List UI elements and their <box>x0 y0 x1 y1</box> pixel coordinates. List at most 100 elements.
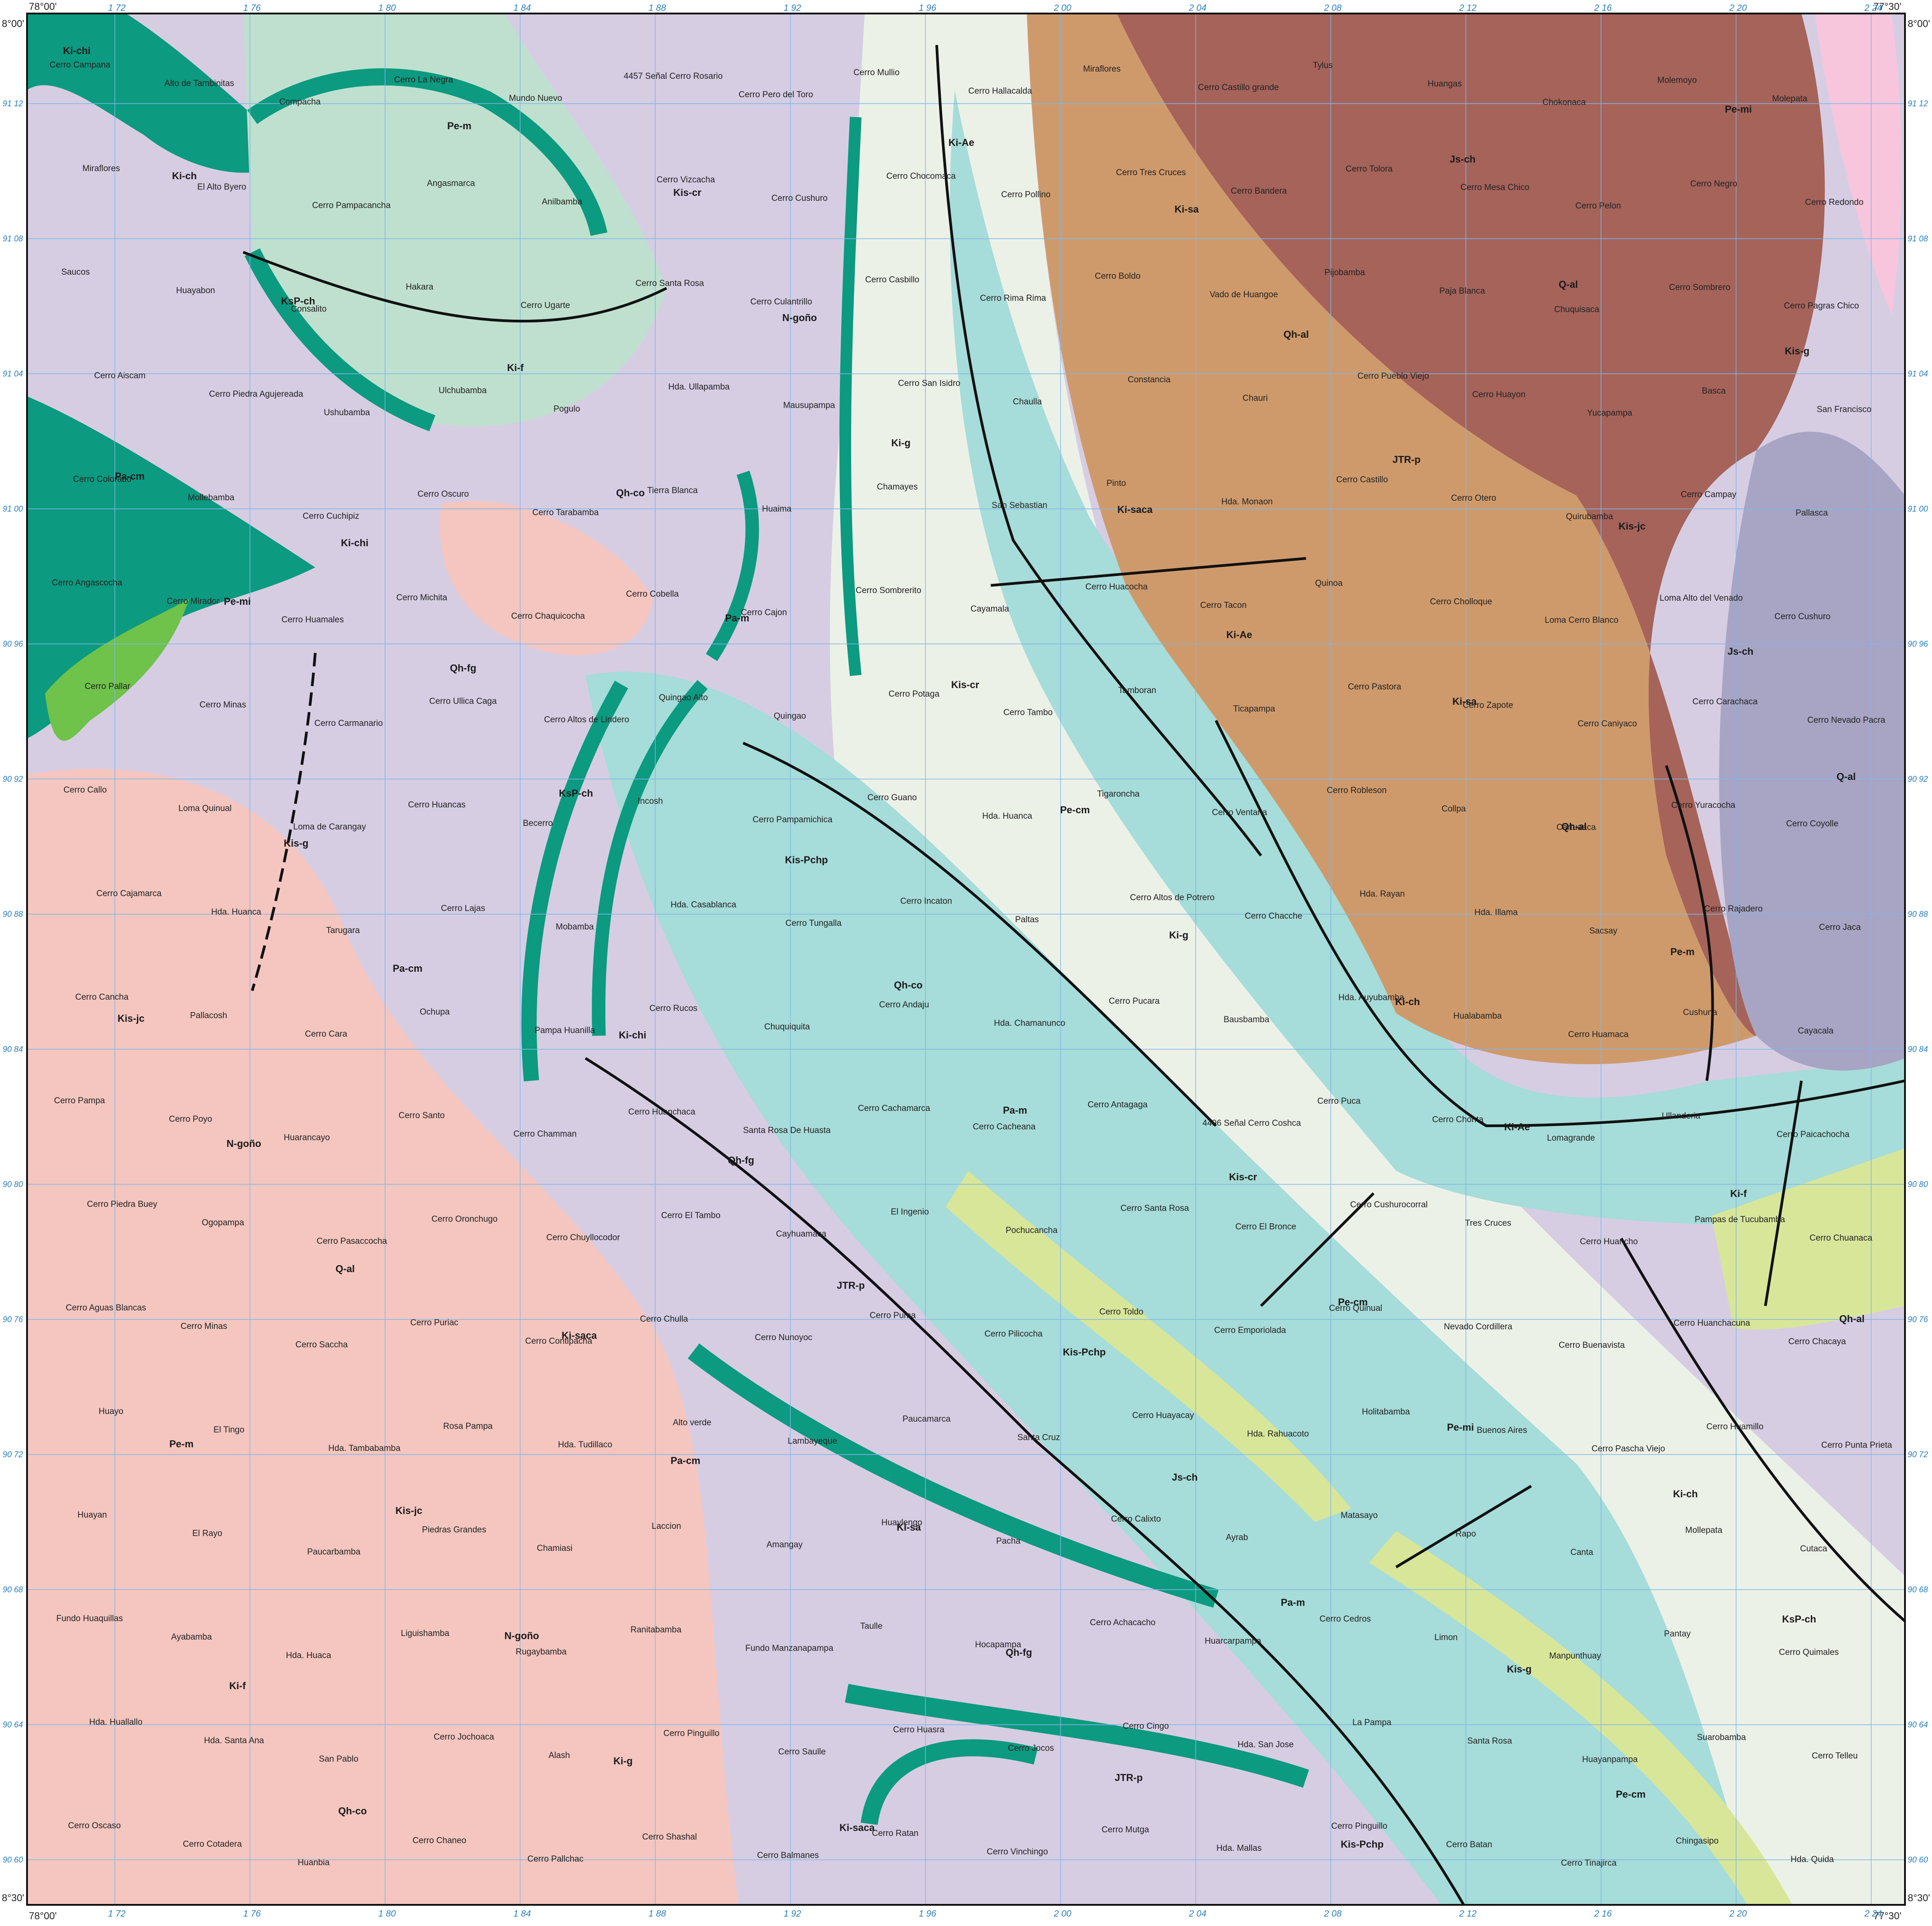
place-label: Cerro Cholloque <box>1430 597 1492 607</box>
place-label: Matasayo <box>1341 1511 1378 1520</box>
geologic-unit-labels: Ki-chiKi-chiKi-chiKi-saKi-saKi-saKi-fKi-… <box>63 45 1864 1850</box>
geologic-unit-label: Ki-sa <box>1175 204 1199 215</box>
place-label: Cerro Huasra <box>893 1725 944 1735</box>
easting-tick-label: 2 00 <box>1053 1909 1071 1919</box>
geologic-unit-label: Ki-Ae <box>1226 629 1252 640</box>
place-label: Bausbamba <box>1224 1015 1270 1024</box>
place-label: Loma de Carangay <box>293 822 366 832</box>
unit-dark-brown-ne <box>1117 14 1825 1036</box>
place-label: Hda. Monaon <box>1221 497 1273 507</box>
place-label: Cerro Colorado <box>73 475 132 484</box>
place-label: Cerro Pueblo Viejo <box>1357 372 1429 381</box>
geologic-unit-label: Kis-jc <box>395 1505 422 1516</box>
place-label: Tylus <box>1313 61 1333 70</box>
geologic-unit-label: Ki-g <box>613 1755 633 1767</box>
geologic-unit-label: KsP-ch <box>281 295 315 307</box>
place-label: Mundo Nuevo <box>509 94 562 103</box>
geologic-unit-label: Ki-ch <box>172 170 197 181</box>
place-label: Cerro Huayon <box>1472 390 1525 399</box>
place-label: Loma Cerro Blanco <box>1545 616 1619 625</box>
place-label: Hda. Quida <box>1791 1855 1834 1864</box>
unit-dark-green-band-north-lower <box>245 248 435 431</box>
place-label: Huaima <box>762 504 792 514</box>
place-label: Chokonaca <box>1542 98 1586 107</box>
place-label: Cerro Pastora <box>1348 682 1401 692</box>
easting-tick-label: 1 76 <box>243 3 261 13</box>
place-label: Molemoyo <box>1657 76 1697 85</box>
place-label: Cerro Piedra Agujereada <box>209 390 304 399</box>
place-label: Pallasca <box>1796 508 1828 518</box>
place-label: Cerro Santa Rosa <box>1120 1204 1189 1213</box>
place-label: Pampas de Tucubamba <box>1695 1215 1785 1224</box>
place-label: Pallacosh <box>190 1011 227 1020</box>
place-label: Cerro Pelon <box>1575 201 1621 211</box>
place-label: Alash <box>549 1751 570 1760</box>
northing-tick-label: 91 04 <box>3 369 23 378</box>
place-label: Cushuna <box>1683 1008 1717 1017</box>
place-label: Santa Rosa <box>1467 1736 1512 1746</box>
place-label: Cerro Buenavista <box>1559 1341 1625 1350</box>
place-label: Pacha <box>996 1536 1020 1546</box>
place-label: Cerro Boldo <box>1095 272 1140 281</box>
geologic-unit-label: Kis-Pchp <box>785 854 828 866</box>
geologic-unit-label: Qh-co <box>338 1805 367 1817</box>
geologic-unit-label: KsP-ch <box>559 788 593 799</box>
geologic-unit-label: Js-ch <box>1450 154 1475 165</box>
fold-band-valley-west <box>839 117 862 676</box>
fault-lines <box>242 45 1906 1906</box>
place-label: Cerro Saulle <box>778 1747 826 1757</box>
place-label: Hda. Rahuacoto <box>1247 1429 1309 1439</box>
place-label: Cayacala <box>1798 1026 1834 1036</box>
northing-tick-label: 90 92 <box>1908 775 1928 784</box>
geologic-unit-label: Ki-chi <box>341 537 368 548</box>
place-label: Cerro Otero <box>1451 494 1496 503</box>
place-label: Cerro Telleu <box>1812 1751 1858 1761</box>
place-label: Hda. Tambabamba <box>328 1444 401 1453</box>
place-label: Cerro Angascocha <box>52 578 122 588</box>
place-label: Hda. Chamanunco <box>994 1019 1065 1028</box>
northing-tick-label: 90 80 <box>1908 1180 1928 1189</box>
northing-tick-label: 90 80 <box>3 1180 23 1189</box>
geologic-unit-label: Js-ch <box>1172 1472 1197 1483</box>
place-label: Cerro Chocomaca <box>886 172 956 181</box>
place-label: Hda. Huallallo <box>89 1718 142 1727</box>
geologic-unit-label: Pa-m <box>1003 1105 1027 1116</box>
place-label: Cerro Santo <box>399 1111 444 1120</box>
place-label: Cerro Chuyllocodor <box>546 1233 620 1242</box>
place-label: Collpa <box>1442 804 1466 814</box>
place-label: Santa Cruz <box>1017 1433 1060 1442</box>
place-label: Chaulla <box>1013 397 1042 407</box>
place-label: Cerro Carachaca <box>1692 697 1758 707</box>
fold-band-south-2 <box>845 1684 1309 1788</box>
geologic-unit-label: Kis-g <box>1785 345 1810 357</box>
place-label: Cerro Pero del Toro <box>739 90 813 100</box>
place-label: Cerro Aguas Blancas <box>66 1303 146 1313</box>
place-label: Cerro Huayacay <box>1132 1411 1194 1420</box>
place-label: Chauri <box>1243 394 1268 403</box>
place-label: Cerro Huamillo <box>1706 1422 1764 1432</box>
intrusive-zone-southwest <box>27 769 739 1905</box>
place-label: Cerro La Negra <box>394 75 453 85</box>
northing-tick-label: 90 76 <box>1908 1315 1928 1324</box>
place-label: Incosh <box>638 797 663 806</box>
geologic-unit-label: Q-al <box>1559 279 1578 290</box>
northing-tick-label: 90 92 <box>3 775 23 784</box>
unit-cream-central <box>830 14 1905 1905</box>
fold-band-inner-arc <box>592 680 708 1036</box>
northing-tick-label: 91 08 <box>1908 234 1928 243</box>
northing-tick-label: 90 84 <box>1908 1045 1928 1054</box>
place-label: Tamboran <box>1118 686 1156 695</box>
place-label: Miraflores <box>82 164 120 173</box>
place-label: Ogopampa <box>202 1218 244 1228</box>
place-label: Cerro Minas <box>181 1322 227 1331</box>
place-label: Cerro Rucos <box>649 1004 698 1013</box>
easting-tick-label: 2 24 <box>1864 3 1882 13</box>
geologic-unit-label: Ki-f <box>507 362 524 373</box>
place-label: San Francisco <box>1817 405 1871 414</box>
place-label: Ticapampa <box>1233 704 1275 714</box>
northing-tick-label: 90 88 <box>3 910 23 919</box>
geologic-unit-label: Ki-f <box>1730 1188 1747 1199</box>
geologic-unit-label: Pe-cm <box>1616 1789 1646 1800</box>
